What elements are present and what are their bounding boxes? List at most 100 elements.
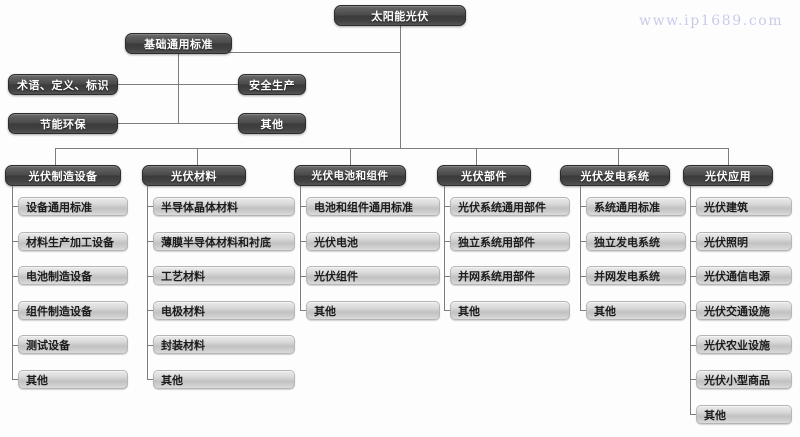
list-item[interactable]: 薄膜半导体材料和衬底 bbox=[153, 232, 295, 251]
node-energy-saving-label: 节能环保 bbox=[40, 117, 86, 131]
list-item[interactable]: 光伏小型商品 bbox=[696, 370, 792, 389]
list-item[interactable]: 并网系统用部件 bbox=[450, 266, 570, 285]
connector-basic-stem bbox=[178, 52, 179, 124]
connector-col4-tick-4 bbox=[444, 310, 450, 311]
column-header-4[interactable]: 光伏部件 bbox=[437, 165, 531, 186]
connector-col2-stem bbox=[147, 186, 148, 379]
column-header-1[interactable]: 光伏制造设备 bbox=[5, 165, 121, 186]
connector-col2-tick-6 bbox=[147, 379, 153, 380]
connector-col6-tick-2 bbox=[690, 241, 696, 242]
list-item[interactable]: 光伏交通设施 bbox=[696, 301, 792, 320]
list-item[interactable]: 独立系统用部件 bbox=[450, 232, 570, 251]
connector-col5-tick-4 bbox=[580, 310, 586, 311]
list-item-label: 并网系统用部件 bbox=[458, 269, 535, 283]
node-root[interactable]: 太阳能光伏 bbox=[334, 5, 466, 26]
connector-basic-row2 bbox=[118, 123, 238, 124]
column-header-3[interactable]: 光伏电池和组件 bbox=[294, 165, 406, 186]
list-item[interactable]: 独立发电系统 bbox=[586, 232, 686, 251]
list-item[interactable]: 测试设备 bbox=[18, 335, 128, 354]
list-item[interactable]: 半导体晶体材料 bbox=[153, 197, 295, 216]
list-item[interactable]: 电池制造设备 bbox=[18, 266, 128, 285]
list-item-label: 材料生产加工设备 bbox=[26, 235, 114, 249]
list-item[interactable]: 光伏电池 bbox=[306, 232, 440, 251]
list-item[interactable]: 电池和组件通用标准 bbox=[306, 197, 440, 216]
connector-col2-tick-3 bbox=[147, 276, 153, 277]
list-item-label: 组件制造设备 bbox=[26, 304, 92, 318]
list-item[interactable]: 组件制造设备 bbox=[18, 301, 128, 320]
node-terminology[interactable]: 术语、定义、标识 bbox=[8, 74, 118, 95]
list-item[interactable]: 光伏农业设施 bbox=[696, 335, 792, 354]
list-item[interactable]: 光伏通信电源 bbox=[696, 266, 792, 285]
connector-bus-drop-2 bbox=[197, 148, 198, 165]
connector-col5-tick-3 bbox=[580, 276, 586, 277]
list-item-label: 薄膜半导体材料和衬底 bbox=[161, 235, 271, 249]
connector-col5-stem bbox=[580, 186, 581, 310]
list-item-label: 独立系统用部件 bbox=[458, 235, 535, 249]
list-item[interactable]: 材料生产加工设备 bbox=[18, 232, 128, 251]
node-basic-other[interactable]: 其他 bbox=[238, 113, 306, 134]
list-item[interactable]: 其他 bbox=[306, 301, 440, 320]
list-item[interactable]: 并网发电系统 bbox=[586, 266, 686, 285]
connector-col6-tick-3 bbox=[690, 276, 696, 277]
list-item-label: 其他 bbox=[314, 304, 336, 318]
list-item[interactable]: 设备通用标准 bbox=[18, 197, 128, 216]
connector-col5-tick-1 bbox=[580, 206, 586, 207]
list-item-label: 封装材料 bbox=[161, 338, 205, 352]
list-item[interactable]: 光伏组件 bbox=[306, 266, 440, 285]
column-header-2-label: 光伏材料 bbox=[171, 169, 217, 183]
list-item-label: 其他 bbox=[26, 373, 48, 387]
list-item[interactable]: 其他 bbox=[586, 301, 686, 320]
node-basic-standard[interactable]: 基础通用标准 bbox=[125, 33, 232, 54]
list-item-label: 独立发电系统 bbox=[594, 235, 660, 249]
list-item-label: 光伏建筑 bbox=[704, 200, 748, 214]
column-header-2[interactable]: 光伏材料 bbox=[142, 165, 246, 186]
list-item-label: 光伏小型商品 bbox=[704, 373, 770, 387]
list-item[interactable]: 其他 bbox=[153, 370, 295, 389]
connector-col1-tick-3 bbox=[12, 276, 18, 277]
watermark-text: www.ip1689.com bbox=[639, 13, 784, 29]
connector-main-bus bbox=[55, 148, 729, 149]
node-safety-production[interactable]: 安全生产 bbox=[238, 74, 306, 95]
connector-bus-drop-5 bbox=[618, 148, 619, 165]
connector-col3-tick-3 bbox=[300, 276, 306, 277]
list-item[interactable]: 其他 bbox=[18, 370, 128, 389]
list-item-label: 其他 bbox=[704, 408, 726, 422]
list-item-label: 其他 bbox=[161, 373, 183, 387]
list-item[interactable]: 工艺材料 bbox=[153, 266, 295, 285]
connector-col4-tick-1 bbox=[444, 206, 450, 207]
connector-root-stem bbox=[400, 26, 401, 148]
list-item[interactable]: 光伏照明 bbox=[696, 232, 792, 251]
connector-col1-tick-2 bbox=[12, 241, 18, 242]
list-item[interactable]: 其他 bbox=[450, 301, 570, 320]
connector-col5-tick-2 bbox=[580, 241, 586, 242]
list-item-label: 光伏组件 bbox=[314, 269, 358, 283]
list-item[interactable]: 系统通用标准 bbox=[586, 197, 686, 216]
connector-basic-row1 bbox=[118, 84, 238, 85]
list-item-label: 电极材料 bbox=[161, 304, 205, 318]
node-terminology-label: 术语、定义、标识 bbox=[17, 78, 109, 92]
list-item[interactable]: 其他 bbox=[696, 405, 792, 424]
list-item-label: 光伏电池 bbox=[314, 235, 358, 249]
connector-col3-tick-4 bbox=[300, 310, 306, 311]
list-item[interactable]: 光伏建筑 bbox=[696, 197, 792, 216]
list-item-label: 电池和组件通用标准 bbox=[314, 200, 413, 214]
list-item[interactable]: 封装材料 bbox=[153, 335, 295, 354]
connector-col4-tick-3 bbox=[444, 276, 450, 277]
node-basic-other-label: 其他 bbox=[260, 117, 284, 131]
column-header-6[interactable]: 光伏应用 bbox=[683, 165, 773, 186]
column-header-1-label: 光伏制造设备 bbox=[28, 169, 98, 183]
connector-bus-drop-1 bbox=[55, 148, 56, 165]
node-energy-saving[interactable]: 节能环保 bbox=[8, 113, 118, 134]
connector-col3-tick-1 bbox=[300, 206, 306, 207]
node-basic-standard-label: 基础通用标准 bbox=[144, 37, 213, 51]
column-header-5[interactable]: 光伏发电系统 bbox=[560, 165, 670, 186]
connector-col2-tick-1 bbox=[147, 206, 153, 207]
connector-col1-tick-1 bbox=[12, 206, 18, 207]
list-item[interactable]: 电极材料 bbox=[153, 301, 295, 320]
column-header-4-label: 光伏部件 bbox=[461, 169, 507, 183]
list-item-label: 工艺材料 bbox=[161, 269, 205, 283]
connector-col2-tick-2 bbox=[147, 241, 153, 242]
list-item-label: 光伏农业设施 bbox=[704, 338, 770, 352]
connector-col1-tick-6 bbox=[12, 379, 18, 380]
list-item[interactable]: 光伏系统通用部件 bbox=[450, 197, 570, 216]
